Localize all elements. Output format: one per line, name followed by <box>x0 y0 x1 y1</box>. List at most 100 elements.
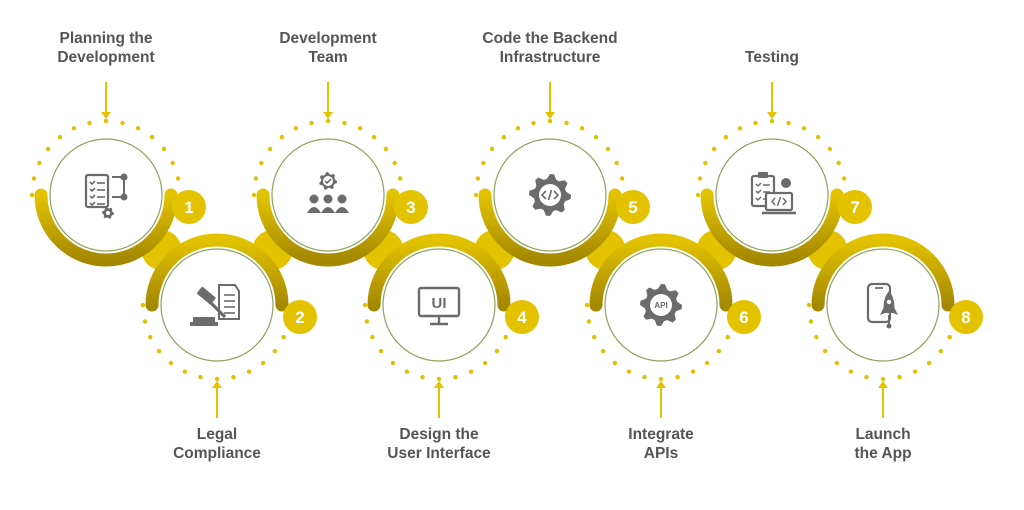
dotted-ring-dot <box>103 118 109 124</box>
dotted-ring-dot <box>390 360 396 366</box>
dotted-ring-dot <box>37 160 42 166</box>
dotted-ring-dot <box>501 134 507 140</box>
dotted-ring-dot <box>716 348 722 354</box>
dotted-ring-dot <box>182 369 188 374</box>
arrow-down-icon <box>323 112 333 119</box>
step-2: 2 <box>140 233 317 418</box>
dotted-ring-dot <box>723 134 729 140</box>
dotted-ring-dot <box>593 134 599 140</box>
dotted-ring-dot <box>586 319 592 324</box>
step-label-line: User Interface <box>387 445 491 462</box>
dotted-ring-dot <box>140 302 146 308</box>
dotted-ring-dot <box>612 360 618 366</box>
step-label-line: Code the Backend <box>482 30 618 47</box>
icon-text: API <box>654 301 667 310</box>
dotted-ring-dot <box>494 348 500 354</box>
dotted-ring-dot <box>938 348 944 354</box>
dotted-ring-dot <box>806 302 812 308</box>
dotted-ring-dot <box>142 319 148 324</box>
dotted-ring-dot <box>214 376 220 382</box>
dotted-ring-dot <box>370 334 375 340</box>
step-label-line: Team <box>308 49 348 66</box>
gavel-document-icon <box>190 284 240 326</box>
dotted-ring-dot <box>769 118 775 124</box>
dotted-ring-dot <box>383 146 389 152</box>
dotted-ring-dot <box>737 126 743 131</box>
dotted-ring-dot <box>259 160 264 166</box>
thick-arc <box>256 188 400 267</box>
dotted-ring-dot <box>531 120 536 126</box>
step-label-8: Launch the App <box>788 425 978 463</box>
step-number: 4 <box>517 308 527 327</box>
dotted-ring-dot <box>397 176 403 181</box>
step-number-badge <box>616 190 650 224</box>
dotted-ring-dot <box>801 126 807 131</box>
step-label-line: the App <box>854 445 912 462</box>
step-number: 6 <box>739 308 748 327</box>
dotted-ring-dot <box>815 134 821 140</box>
dotted-ring-dot <box>695 192 701 198</box>
checklist-flow-icon <box>84 173 128 219</box>
step-number: 1 <box>184 198 193 217</box>
step-label-line: Infrastructure <box>499 49 601 66</box>
dotted-ring-dot <box>362 302 368 308</box>
thick-arc <box>811 233 955 312</box>
dotted-ring-dot <box>564 120 569 126</box>
dotted-ring-dot <box>841 176 847 181</box>
step-label-line: Development <box>57 49 155 66</box>
dotted-ring-dot <box>827 146 833 152</box>
dotted-ring-dot <box>175 176 181 181</box>
dotted-ring-dot <box>87 120 92 126</box>
dotted-ring-dot <box>592 334 597 340</box>
dotted-ring-dot <box>392 160 397 166</box>
dotted-ring-dot <box>836 160 841 166</box>
dotted-ring-dot <box>834 360 840 366</box>
step-circle <box>160 248 274 362</box>
phone-rocket-icon <box>866 282 898 329</box>
thick-arc <box>367 233 511 312</box>
dotted-ring-dot <box>547 118 553 124</box>
dotted-ring-dot <box>584 302 590 308</box>
dotted-ring-dot <box>481 160 486 166</box>
thick-arc <box>145 233 289 312</box>
dotted-ring-dot <box>149 134 155 140</box>
dotted-ring-dot <box>704 360 710 366</box>
dotted-ring-dot <box>260 360 266 366</box>
step-circle <box>826 248 940 362</box>
step-label-line: Planning the <box>59 30 153 47</box>
thick-arc <box>34 188 178 267</box>
step-number-badge <box>505 300 539 334</box>
code-gear-icon <box>529 174 571 216</box>
step-7: 7 <box>695 82 872 267</box>
arrow-up-icon <box>212 381 222 388</box>
dotted-ring-dot <box>711 146 717 152</box>
step-number-badge <box>172 190 206 224</box>
dotted-ring-dot <box>600 348 606 354</box>
step-number-badge <box>727 300 761 334</box>
dotted-ring-dot <box>404 369 410 374</box>
dotted-ring-dot <box>880 376 886 382</box>
thick-arc <box>700 188 844 267</box>
step-number: 5 <box>628 198 637 217</box>
dotted-ring-dot <box>371 134 377 140</box>
dotted-ring-dot <box>658 376 664 382</box>
step-number: 3 <box>406 198 415 217</box>
dotted-ring-dot <box>822 348 828 354</box>
arrow-down-icon <box>767 112 777 119</box>
step-number-badge <box>283 300 317 334</box>
step-label-line: Development <box>279 30 377 47</box>
dotted-ring-dot <box>31 176 37 181</box>
dotted-ring-dot <box>156 348 162 354</box>
step-1: 1 <box>29 82 206 267</box>
step-label-line: Launch <box>855 426 911 443</box>
dotted-ring-dot <box>436 376 442 382</box>
dotted-ring-dot <box>515 126 521 131</box>
dotted-ring-dot <box>279 134 285 140</box>
step-number: 2 <box>295 308 304 327</box>
